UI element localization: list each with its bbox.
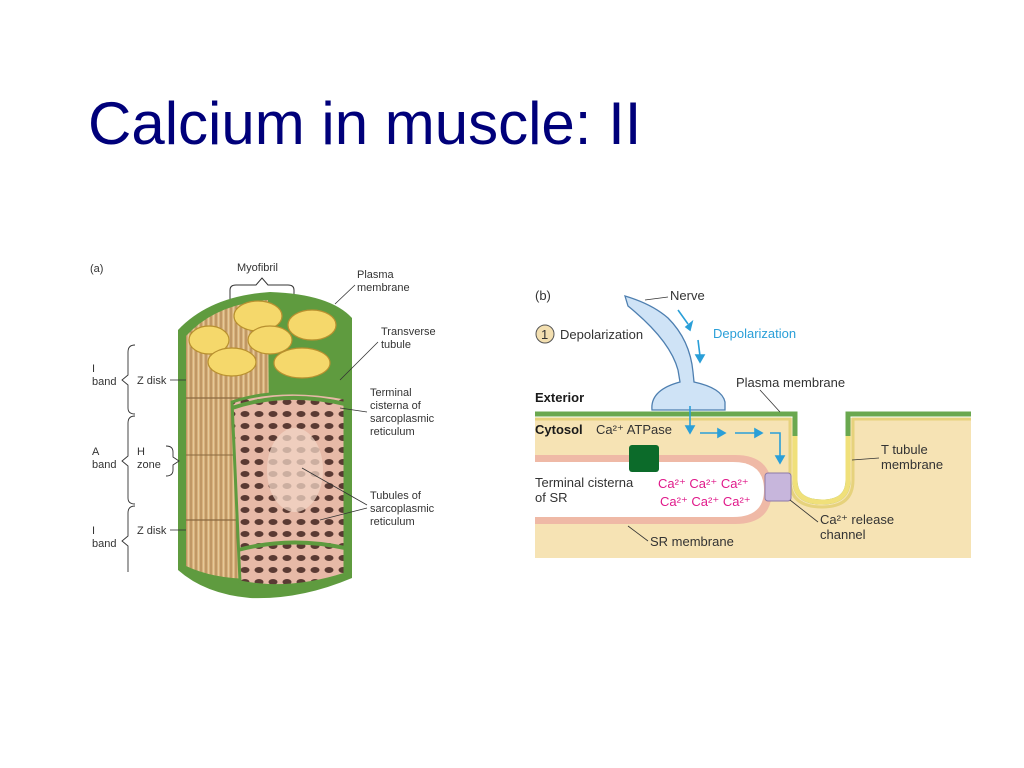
panel-b: (b) Nerve 1 Depolarization Depolarizatio… [535,288,971,558]
terminal-label-3: sarcoplasmic [370,413,435,425]
nerve-terminal [624,295,726,411]
terminal-cisterna-lumen [535,462,764,517]
step-1-number: 1 [541,327,548,342]
panel-a: (a) Myofibril Plasma membrane [90,262,436,599]
tubules-label-2: sarcoplasmic [370,503,435,515]
plasma-membrane-b-label: Plasma membrane [736,375,845,390]
terminal-cisterna-label-1: Terminal cisterna [535,475,634,490]
t-tubule-label-1: T tubule [881,442,928,457]
i-band-bottom-bracket [121,505,136,572]
transverse-label-2: tubule [381,339,411,351]
depolarization-label: Depolarization [560,327,643,342]
i-band-top-bracket [121,344,136,415]
cytosol-label: Cytosol [535,422,583,437]
a-band-label-2: band [92,459,116,471]
i-band-top-label-2: band [92,376,116,388]
sr-membrane-label: SR membrane [650,534,734,549]
h-zone-area [267,428,323,512]
nerve-label: Nerve [670,288,705,303]
terminal-cisterna-band [231,395,346,410]
calcium-row-2: Ca²⁺ Ca²⁺ Ca²⁺ [660,494,751,509]
i-band-bot-label-1: I [92,525,95,537]
slide-title: Calcium in muscle: II [88,90,642,157]
h-zone-label-1: H [137,446,145,458]
depolarization-arrows [677,309,786,465]
plasma-membrane-label-2: membrane [357,282,410,294]
tubules-label-3: reticulum [370,516,415,528]
ca-atpase-label: Ca²⁺ ATPase [596,422,672,437]
h-zone-bracket [165,445,180,477]
myofibril-bracket [229,277,295,300]
a-band-bracket [121,415,136,505]
z-disk-top-label: Z disk [137,375,167,387]
ca-atpase-pump [629,445,659,472]
terminal-label-2: cisterna of [370,400,422,412]
transverse-label-1: Transverse [381,326,436,338]
release-channel-label-2: channel [820,527,866,542]
myofibril-label: Myofibril [237,262,278,274]
panel-a-tag: (a) [90,263,103,275]
exterior-label: Exterior [535,390,584,405]
z-disk-bot-label: Z disk [137,525,167,537]
t-tubule-membrane [792,436,851,505]
depolarization-blue-label: Depolarization [713,326,796,341]
h-zone-label-2: zone [137,459,161,471]
terminal-label-4: reticulum [370,426,415,438]
myofibril-ends [188,300,337,379]
tubules-label-1: Tubules of [370,490,422,502]
step-1-badge [535,324,555,344]
plasma-membrane-label-1: Plasma [357,269,395,281]
a-band-label-1: A [92,446,100,458]
terminal-cisterna-label-2: of SR [535,490,568,505]
terminal-cisterna-band-lower [237,540,346,552]
terminal-label-1: Terminal [370,387,412,399]
i-band-top-label-1: I [92,363,95,375]
calcium-row-1: Ca²⁺ Ca²⁺ Ca²⁺ [658,476,749,491]
i-band-bot-label-2: band [92,538,116,550]
ca-release-channel [764,472,792,502]
release-channel-label-1: Ca²⁺ release [820,512,894,527]
panel-b-tag: (b) [535,288,551,303]
t-tubule-label-2: membrane [881,457,943,472]
t-tubule-lumen [795,410,848,502]
